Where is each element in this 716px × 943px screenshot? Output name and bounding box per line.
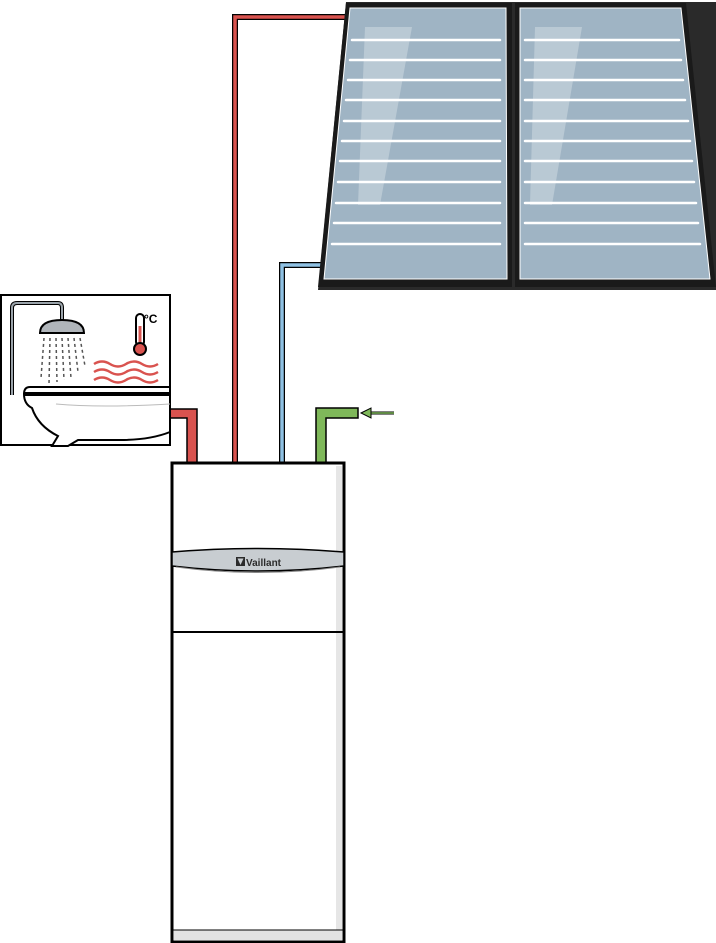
- heat-waves-icon: [93, 360, 159, 384]
- hot-water-pipe: [169, 408, 198, 465]
- shower-icon: [10, 301, 86, 395]
- thermometer-icon: [133, 313, 147, 356]
- solar-flow-pipe: [232, 14, 346, 464]
- storage-unit: Vaillant: [170, 461, 346, 943]
- solar-return-pipe: [279, 262, 322, 464]
- collector-panel-2: [515, 3, 716, 287]
- bathroom-box: °C: [0, 294, 171, 447]
- bathtub-icon: [22, 386, 171, 447]
- brand-band: [171, 547, 345, 573]
- brand-label: Vaillant: [246, 558, 282, 569]
- temperature-unit-label: °C: [144, 312, 158, 326]
- vaillant-logo-icon: [236, 557, 245, 566]
- collector-panel-1: [318, 3, 512, 287]
- solar-collector: [318, 2, 716, 290]
- cold-water-inlet-pipe: [315, 407, 359, 465]
- inlet-arrow-icon: [359, 407, 394, 419]
